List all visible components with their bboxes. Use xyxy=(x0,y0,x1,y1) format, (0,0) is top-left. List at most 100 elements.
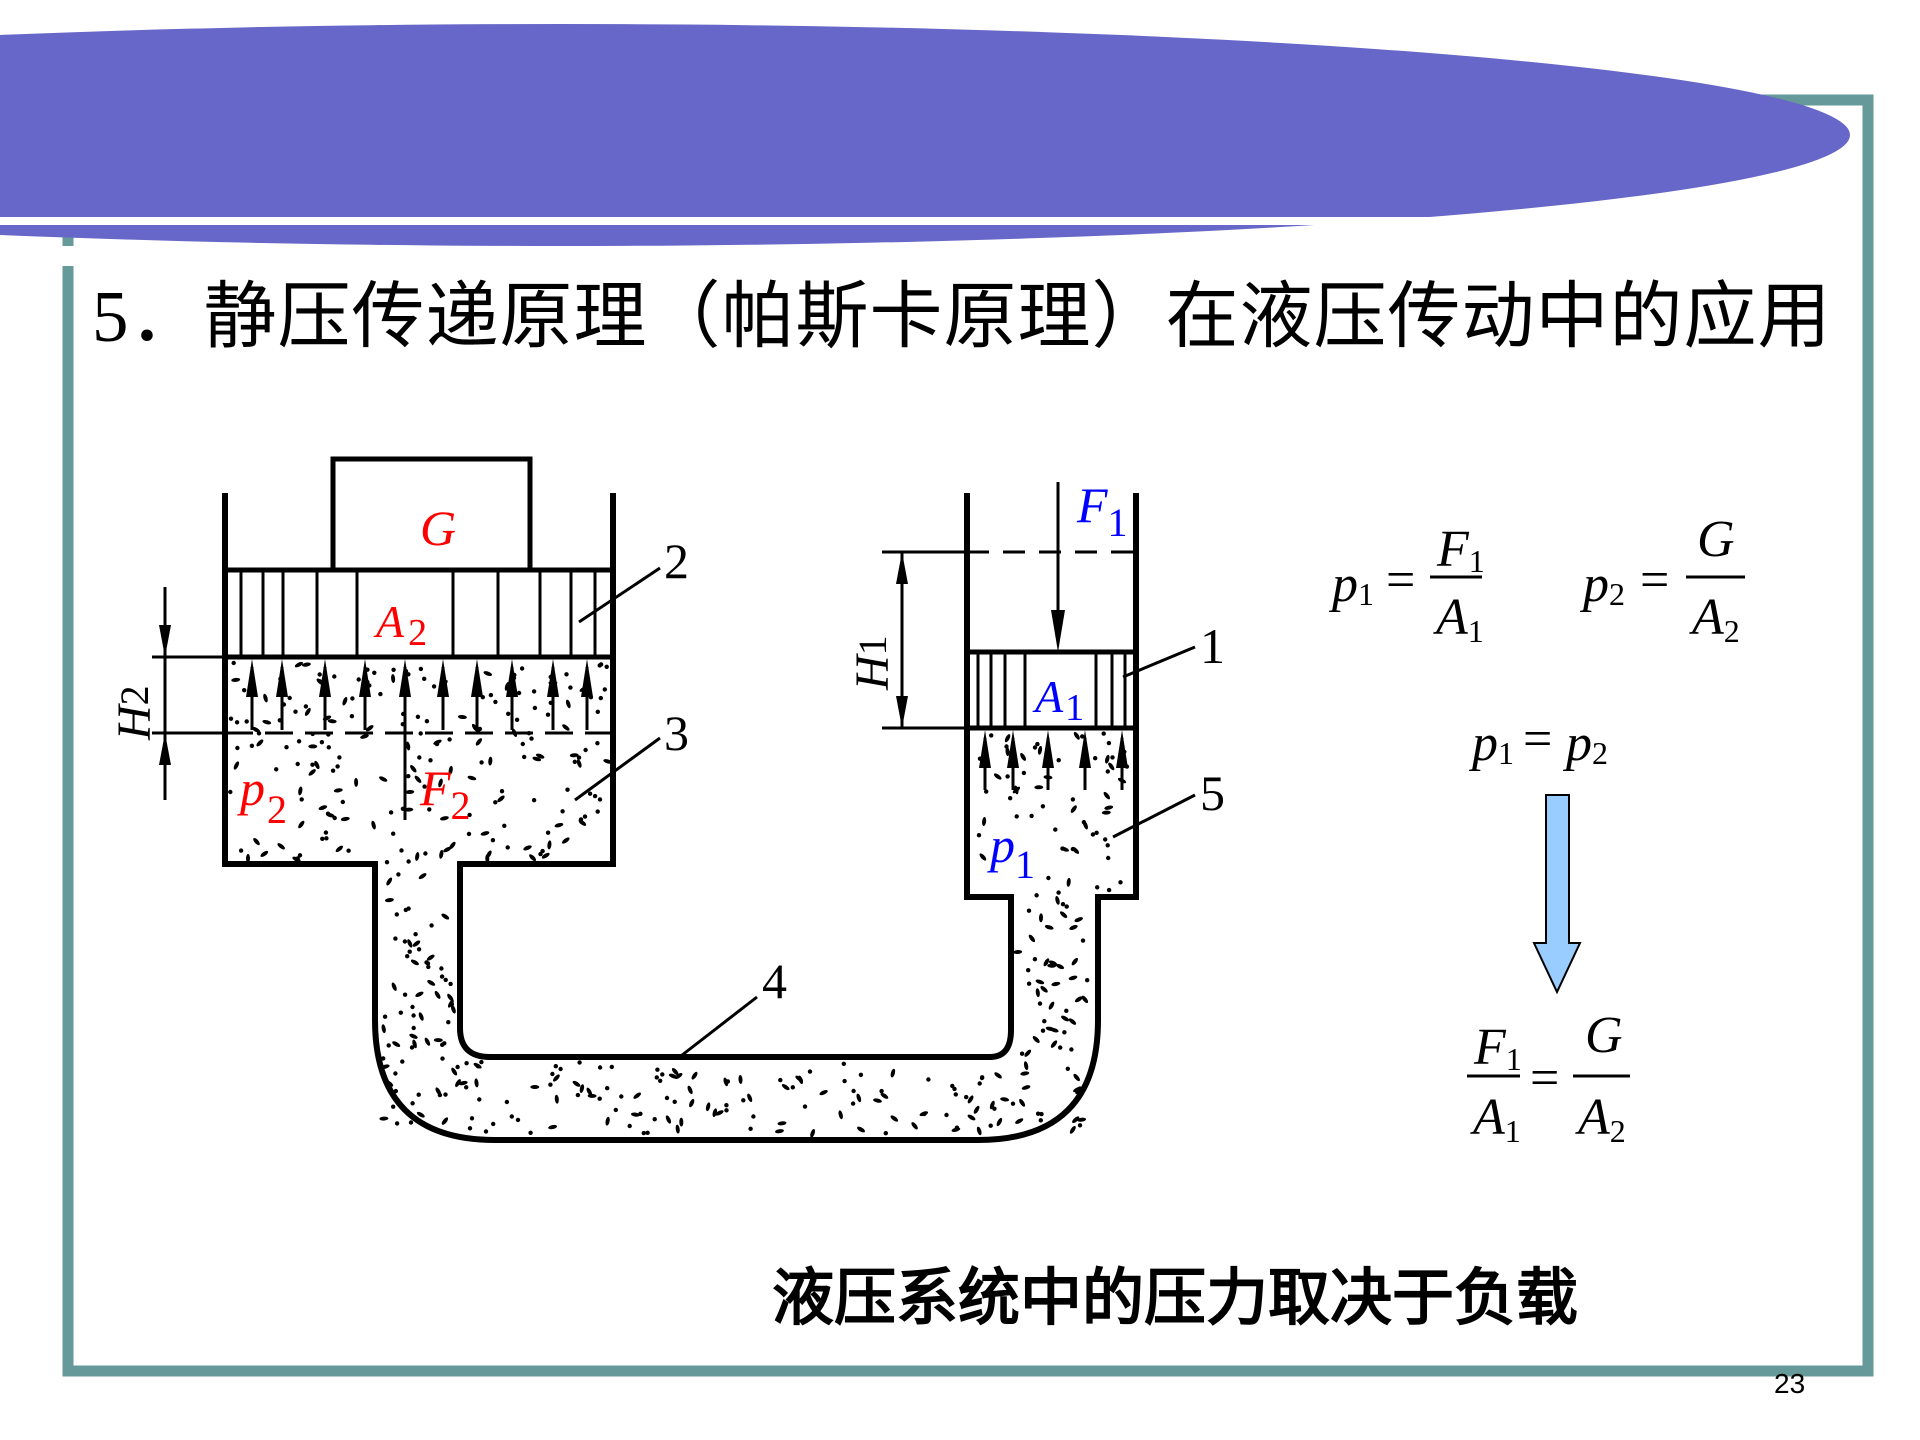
speckle xyxy=(297,853,303,858)
speckle xyxy=(372,670,377,675)
speckle xyxy=(781,1084,790,1091)
speckle xyxy=(391,667,396,672)
speckle xyxy=(284,745,289,750)
speckle xyxy=(320,836,325,841)
speckle xyxy=(545,830,551,835)
speckle xyxy=(1065,1066,1071,1072)
speckle xyxy=(1051,981,1061,987)
speckle xyxy=(256,739,264,747)
speckle xyxy=(449,1002,455,1007)
speckle xyxy=(381,1056,386,1061)
speckle xyxy=(1080,938,1086,943)
speckle xyxy=(691,1071,698,1080)
speckle xyxy=(1093,756,1098,761)
speckle xyxy=(308,744,318,749)
speckle xyxy=(384,898,394,903)
speckle xyxy=(558,1066,563,1072)
speckle xyxy=(725,1079,731,1084)
speckle xyxy=(638,1111,643,1117)
speckle xyxy=(926,1077,931,1082)
speckle xyxy=(641,1130,646,1136)
pressure-arrow-head xyxy=(506,659,518,697)
speckle xyxy=(857,1126,865,1133)
speckle xyxy=(1028,934,1036,943)
speckle xyxy=(330,768,336,773)
speckle xyxy=(379,1116,389,1121)
speckle xyxy=(410,764,417,773)
speckle xyxy=(439,966,444,971)
speckle xyxy=(586,1087,593,1096)
speckle xyxy=(411,1025,416,1031)
pressure-arrow-head xyxy=(319,659,331,697)
speckle xyxy=(342,696,348,706)
speckle xyxy=(406,774,411,779)
speckle xyxy=(317,679,323,684)
pressure-p2-label: p2 xyxy=(237,760,287,832)
speckle xyxy=(451,1004,456,1014)
speckle xyxy=(989,733,994,738)
speckle xyxy=(386,1043,391,1048)
speckle xyxy=(488,692,494,698)
speckle xyxy=(595,809,600,814)
speckle xyxy=(234,720,240,725)
speckle xyxy=(378,691,383,697)
speckle xyxy=(231,660,236,666)
speckle xyxy=(469,1116,475,1121)
speckle xyxy=(502,823,507,828)
speckle xyxy=(1039,1111,1044,1117)
speckle xyxy=(410,1101,415,1106)
speckle xyxy=(405,741,411,751)
pressure-arrow-head xyxy=(1116,730,1128,768)
speckle xyxy=(989,1100,995,1110)
speckle xyxy=(399,848,404,853)
speckle xyxy=(1080,734,1085,739)
speckle xyxy=(391,831,396,836)
speckle xyxy=(1005,747,1010,757)
speckle xyxy=(1029,813,1034,819)
speckle xyxy=(1071,957,1078,966)
speckle xyxy=(392,1041,401,1047)
speckle xyxy=(1083,820,1088,830)
speckle xyxy=(603,759,613,764)
speckle xyxy=(802,1104,808,1109)
speckle xyxy=(499,789,505,794)
speckle xyxy=(434,990,441,999)
speckle xyxy=(790,1085,795,1090)
speckle xyxy=(497,795,505,803)
svg-text:p2: p2 xyxy=(1579,556,1625,613)
speckle xyxy=(426,954,435,961)
speckle xyxy=(911,1122,918,1130)
speckle xyxy=(391,982,397,991)
speckle xyxy=(440,1042,445,1048)
speckle xyxy=(1038,913,1044,923)
pressure-arrow-head xyxy=(547,659,559,697)
speckle xyxy=(415,991,424,998)
speckle xyxy=(405,789,415,795)
speckle xyxy=(332,674,337,679)
speckle xyxy=(233,761,240,770)
speckle xyxy=(1068,1018,1077,1025)
speckle xyxy=(324,836,329,841)
load-label: G xyxy=(420,500,456,556)
speckle xyxy=(1075,1086,1082,1095)
speckle xyxy=(548,1082,553,1087)
speckle xyxy=(1105,754,1110,764)
speckle xyxy=(1101,810,1111,815)
speckle xyxy=(418,1012,424,1021)
speckle xyxy=(335,764,340,769)
speckle xyxy=(605,1086,610,1091)
speckle xyxy=(1048,1001,1055,1010)
speckle xyxy=(303,704,309,709)
speckle xyxy=(1064,904,1069,909)
speckle xyxy=(293,709,298,714)
speckle xyxy=(466,831,472,837)
speckle xyxy=(1073,731,1080,740)
h1-dimension xyxy=(882,550,967,730)
speckle xyxy=(1060,846,1069,852)
speckle xyxy=(569,753,579,758)
speckle xyxy=(1073,1073,1081,1082)
speckle xyxy=(310,762,315,767)
leader-lines xyxy=(574,566,1196,1061)
speckle xyxy=(1008,796,1013,801)
svg-text:p1: p1 xyxy=(1328,556,1374,613)
